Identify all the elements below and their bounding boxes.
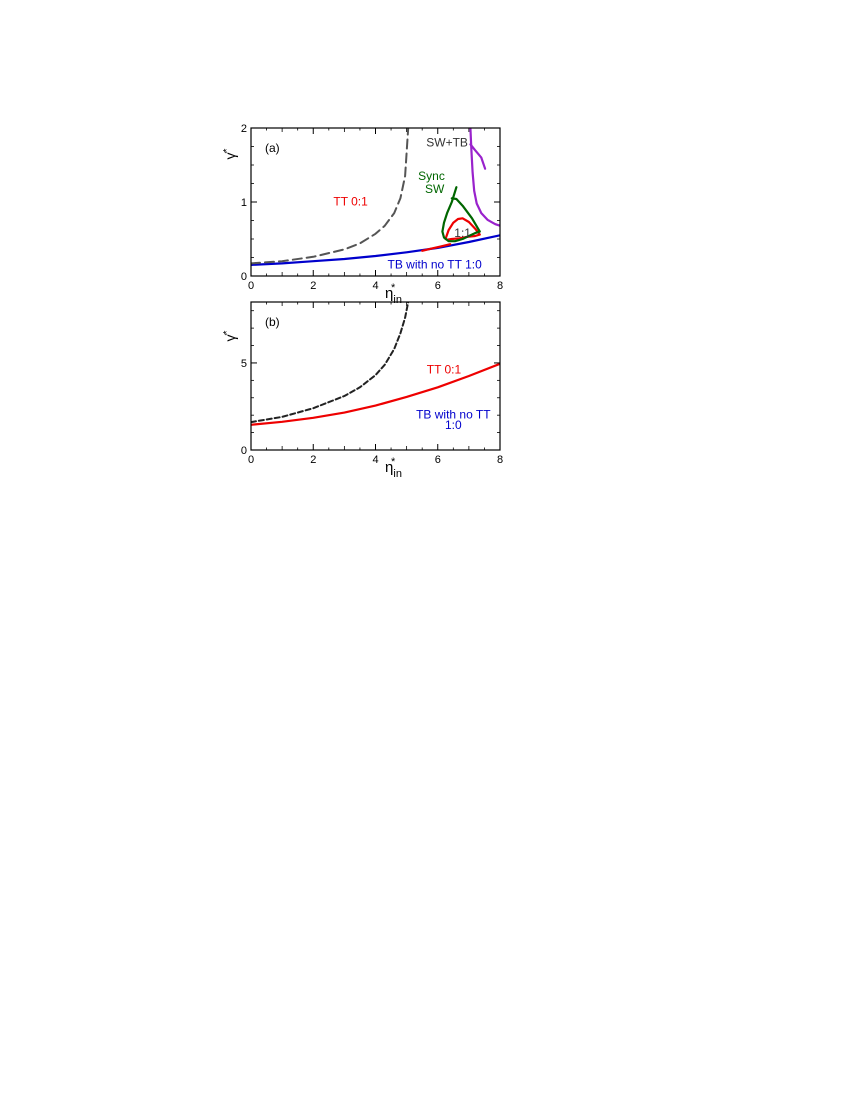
annotation-label: TT 0:1 xyxy=(427,362,462,376)
plot-frame xyxy=(250,301,501,451)
y-tick-label: 5 xyxy=(241,358,247,370)
annotation-label: TT 0:1 xyxy=(333,195,368,209)
x-axis-superscript: * xyxy=(391,456,396,468)
panel-label: (a) xyxy=(265,141,280,155)
y-tick-label: 2 xyxy=(241,123,247,135)
x-axis-subscript: in xyxy=(393,294,402,306)
series-line-0 xyxy=(251,234,500,266)
panel-label: (b) xyxy=(265,315,280,329)
annotation-label: SW+TB xyxy=(426,136,468,150)
y-axis-label: γ̇* xyxy=(222,330,238,341)
y-axis-label: γ̇* xyxy=(222,148,238,159)
x-tick-label: 0 xyxy=(248,280,254,292)
series-line-6 xyxy=(251,128,410,265)
x-tick-label: 2 xyxy=(310,454,316,466)
x-axis-superscript: * xyxy=(391,282,396,294)
y-axis-superscript: * xyxy=(222,148,233,152)
x-tick-label: 6 xyxy=(435,454,441,466)
series-line-5 xyxy=(469,143,487,170)
x-tick-label: 4 xyxy=(372,454,378,466)
x-tick-label: 0 xyxy=(248,454,254,466)
series-line-3 xyxy=(441,186,481,243)
y-axis-symbol: γ̇ xyxy=(222,151,238,159)
x-tick-label: 8 xyxy=(497,454,503,466)
series-line-1 xyxy=(421,243,452,252)
annotation-label: 1:1 xyxy=(454,226,471,240)
y-tick-label: 0 xyxy=(241,271,247,283)
x-tick-label: 8 xyxy=(497,280,503,292)
x-axis-symbol: η xyxy=(385,459,393,476)
series-line-0 xyxy=(251,362,500,426)
annotation-label: 1:0 xyxy=(445,418,462,432)
series-line-1 xyxy=(251,302,410,424)
series-line-4 xyxy=(469,128,500,227)
x-axis-label: ηin* xyxy=(385,282,402,306)
annotation-label: TB with no TT 1:0 xyxy=(388,258,483,272)
plot-frame xyxy=(250,127,501,277)
annotation-label: TB with no TT xyxy=(416,408,491,422)
x-axis-symbol: η xyxy=(385,285,393,302)
y-tick-label: 0 xyxy=(241,445,247,457)
x-tick-label: 4 xyxy=(372,280,378,292)
annotation-label: Sync xyxy=(418,169,445,183)
y-axis-superscript: * xyxy=(222,330,233,334)
x-axis-label: ηin* xyxy=(385,456,402,480)
annotation-label: SW xyxy=(425,182,445,196)
x-tick-label: 6 xyxy=(435,280,441,292)
y-tick-label: 1 xyxy=(241,197,247,209)
x-tick-label: 2 xyxy=(310,280,316,292)
x-axis-subscript: in xyxy=(393,468,402,480)
y-axis-symbol: γ̇ xyxy=(222,333,238,341)
